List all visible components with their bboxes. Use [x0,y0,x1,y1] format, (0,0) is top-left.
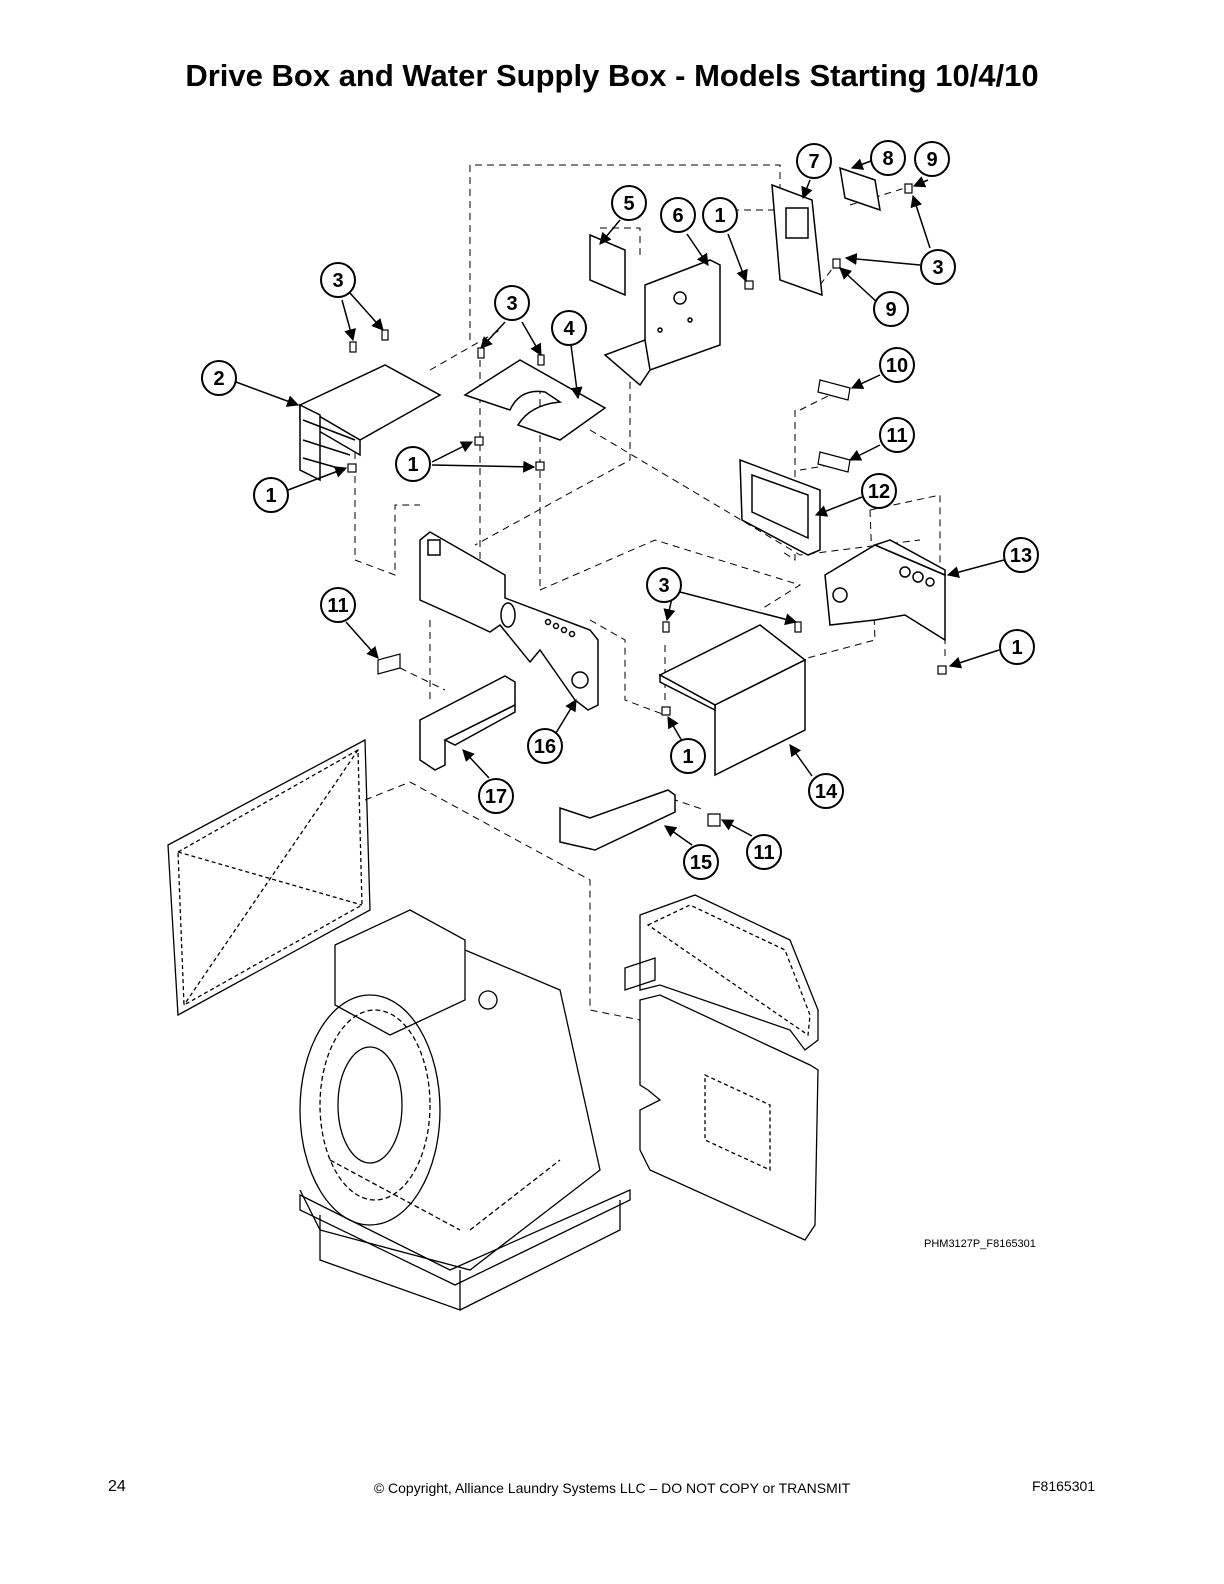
drawing-code: PHM3127P_F8165301 [924,1238,1036,1250]
callout-11: 11 [753,842,774,864]
callout-bubbles [201,140,1039,880]
callout-3: 3 [332,270,343,292]
callout-5: 5 [623,193,634,215]
callout-1: 1 [265,485,276,507]
label-stickers [377,379,851,827]
part-5-cover-plate [589,233,626,297]
callout-9: 9 [885,299,896,321]
part-2-top-plate [298,364,442,482]
callout-12: 12 [868,481,890,503]
callout-4: 4 [563,318,575,340]
callout-10: 10 [886,355,908,377]
machine-body [299,909,631,1311]
callout-11: 11 [327,595,348,617]
part-4-cutout-plate [463,359,607,441]
callout-1: 1 [1011,637,1022,659]
callout-leaders [235,158,1005,846]
callout-2: 2 [213,368,224,390]
callout-numbers: 3 2 1 1 3 4 5 6 1 7 8 9 3 9 10 11 12 13 … [213,148,1032,874]
callout-13: 13 [1010,545,1032,567]
callout-3: 3 [932,257,943,279]
callout-11: 11 [886,425,907,447]
part-16-main-panel [419,531,599,711]
rear-panel [167,738,371,1017]
callout-3: 3 [658,575,669,597]
part-13-bracket [824,539,946,642]
page-number: 24 [108,1478,126,1495]
callout-14: 14 [815,781,838,803]
copyright-notice: © Copyright, Alliance Laundry Systems LL… [373,1480,851,1496]
callout-1: 1 [682,746,693,768]
part-8-small-plate [839,166,881,212]
document-number: F8165301 [1032,1478,1096,1494]
side-panel [624,894,819,1241]
callout-15: 15 [690,852,712,874]
callout-7: 7 [808,151,819,173]
part-6-mounting-bracket [603,259,721,387]
part-7-panel [771,183,823,297]
callout-6: 6 [672,205,683,227]
callout-9: 9 [926,149,937,171]
callout-3: 3 [506,293,517,315]
callout-1: 1 [714,205,725,227]
part-17-channel [419,675,516,771]
page-title: Drive Box and Water Supply Box - Models … [185,58,1039,93]
part-14-box-cover [658,624,807,777]
part-12-frame [739,458,821,556]
hardware-fasteners [347,183,947,716]
part-15-front-plate [559,789,676,851]
callout-16: 16 [534,736,556,758]
callout-1: 1 [407,454,418,476]
callout-17: 17 [485,786,507,808]
callout-8: 8 [882,148,893,170]
